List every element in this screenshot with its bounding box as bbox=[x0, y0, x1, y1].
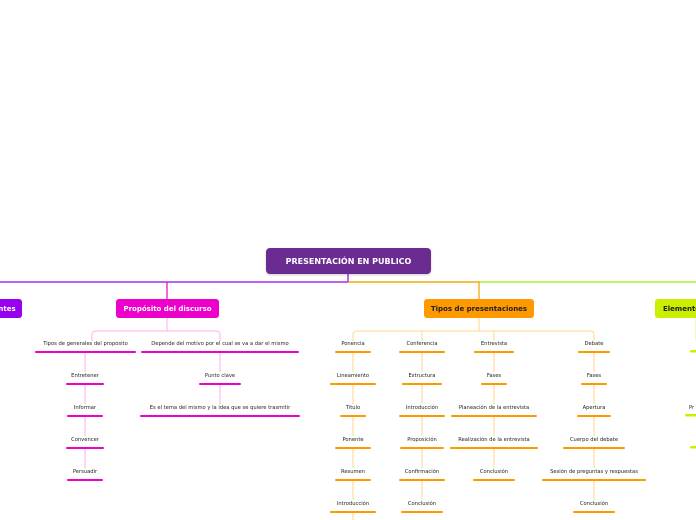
leaf-node[interactable]: Introducción bbox=[330, 501, 376, 513]
leaf-node[interactable]: Estructura bbox=[402, 373, 442, 385]
branch-node-left[interactable]: ntes bbox=[0, 299, 22, 318]
leaf-node[interactable]: Entrevista bbox=[474, 341, 514, 353]
leaf-node[interactable]: Fases bbox=[481, 373, 507, 385]
leaf-node[interactable]: Proposición bbox=[400, 437, 444, 449]
leaf-node[interactable]: Conclusión bbox=[401, 501, 443, 513]
leaf-node[interactable]: Lineamiento bbox=[330, 373, 376, 385]
leaf-node[interactable]: Confirmación bbox=[399, 469, 445, 481]
leaf-node[interactable]: Ponente bbox=[335, 437, 371, 449]
leaf-node[interactable]: Titulo bbox=[340, 405, 366, 417]
leaf-node[interactable]: Cuerpo del debate bbox=[563, 437, 625, 449]
leaf-node[interactable]: Es el tema del mismo y la idea que se qu… bbox=[140, 405, 300, 417]
leaf-node[interactable]: Convencer bbox=[66, 437, 104, 449]
leaf-node[interactable]: Entretener bbox=[66, 373, 104, 385]
leaf-node[interactable]: Resumen bbox=[335, 469, 371, 481]
leaf-node[interactable]: Tipos de generales del proposito bbox=[35, 341, 136, 353]
leaf-node[interactable]: Debate bbox=[578, 341, 610, 353]
elementos-leaf-underline bbox=[690, 350, 696, 353]
elementos-leaf-underline bbox=[690, 446, 696, 449]
leaf-node[interactable]: Depende del motivo por el cual se va a d… bbox=[141, 341, 299, 353]
leaf-node[interactable]: Conclusión bbox=[573, 501, 615, 513]
elementos-leaf-underline bbox=[685, 414, 696, 417]
leaf-node[interactable]: Fases bbox=[581, 373, 607, 385]
leaf-node[interactable]: Conferencia bbox=[399, 341, 445, 353]
leaf-node[interactable]: Conclusión bbox=[473, 469, 515, 481]
branch-node-proposito[interactable]: Propósito del discurso bbox=[116, 299, 219, 318]
leaf-node[interactable]: Realización de la entrevista bbox=[450, 437, 538, 449]
branch-node-tipos[interactable]: Tipos de presentaciones bbox=[424, 299, 534, 318]
leaf-node[interactable]: Informar bbox=[67, 405, 103, 417]
leaf-node[interactable]: Pr bbox=[689, 405, 695, 411]
leaf-node[interactable]: Introducción bbox=[399, 405, 445, 417]
leaf-node[interactable]: Sesión de preguntas y respuestas bbox=[542, 469, 646, 481]
leaf-node[interactable]: Punto clave bbox=[199, 373, 241, 385]
root-node[interactable]: PRESENTACIÓN EN PUBLICO bbox=[266, 248, 431, 274]
leaf-node[interactable]: Planeación de la entrevista bbox=[451, 405, 537, 417]
leaf-node[interactable]: Apertura bbox=[577, 405, 611, 417]
leaf-node[interactable]: Ponencia bbox=[335, 341, 371, 353]
branch-node-elementos[interactable]: Elemento bbox=[655, 299, 696, 318]
leaf-node[interactable]: Persuadir bbox=[67, 469, 103, 481]
